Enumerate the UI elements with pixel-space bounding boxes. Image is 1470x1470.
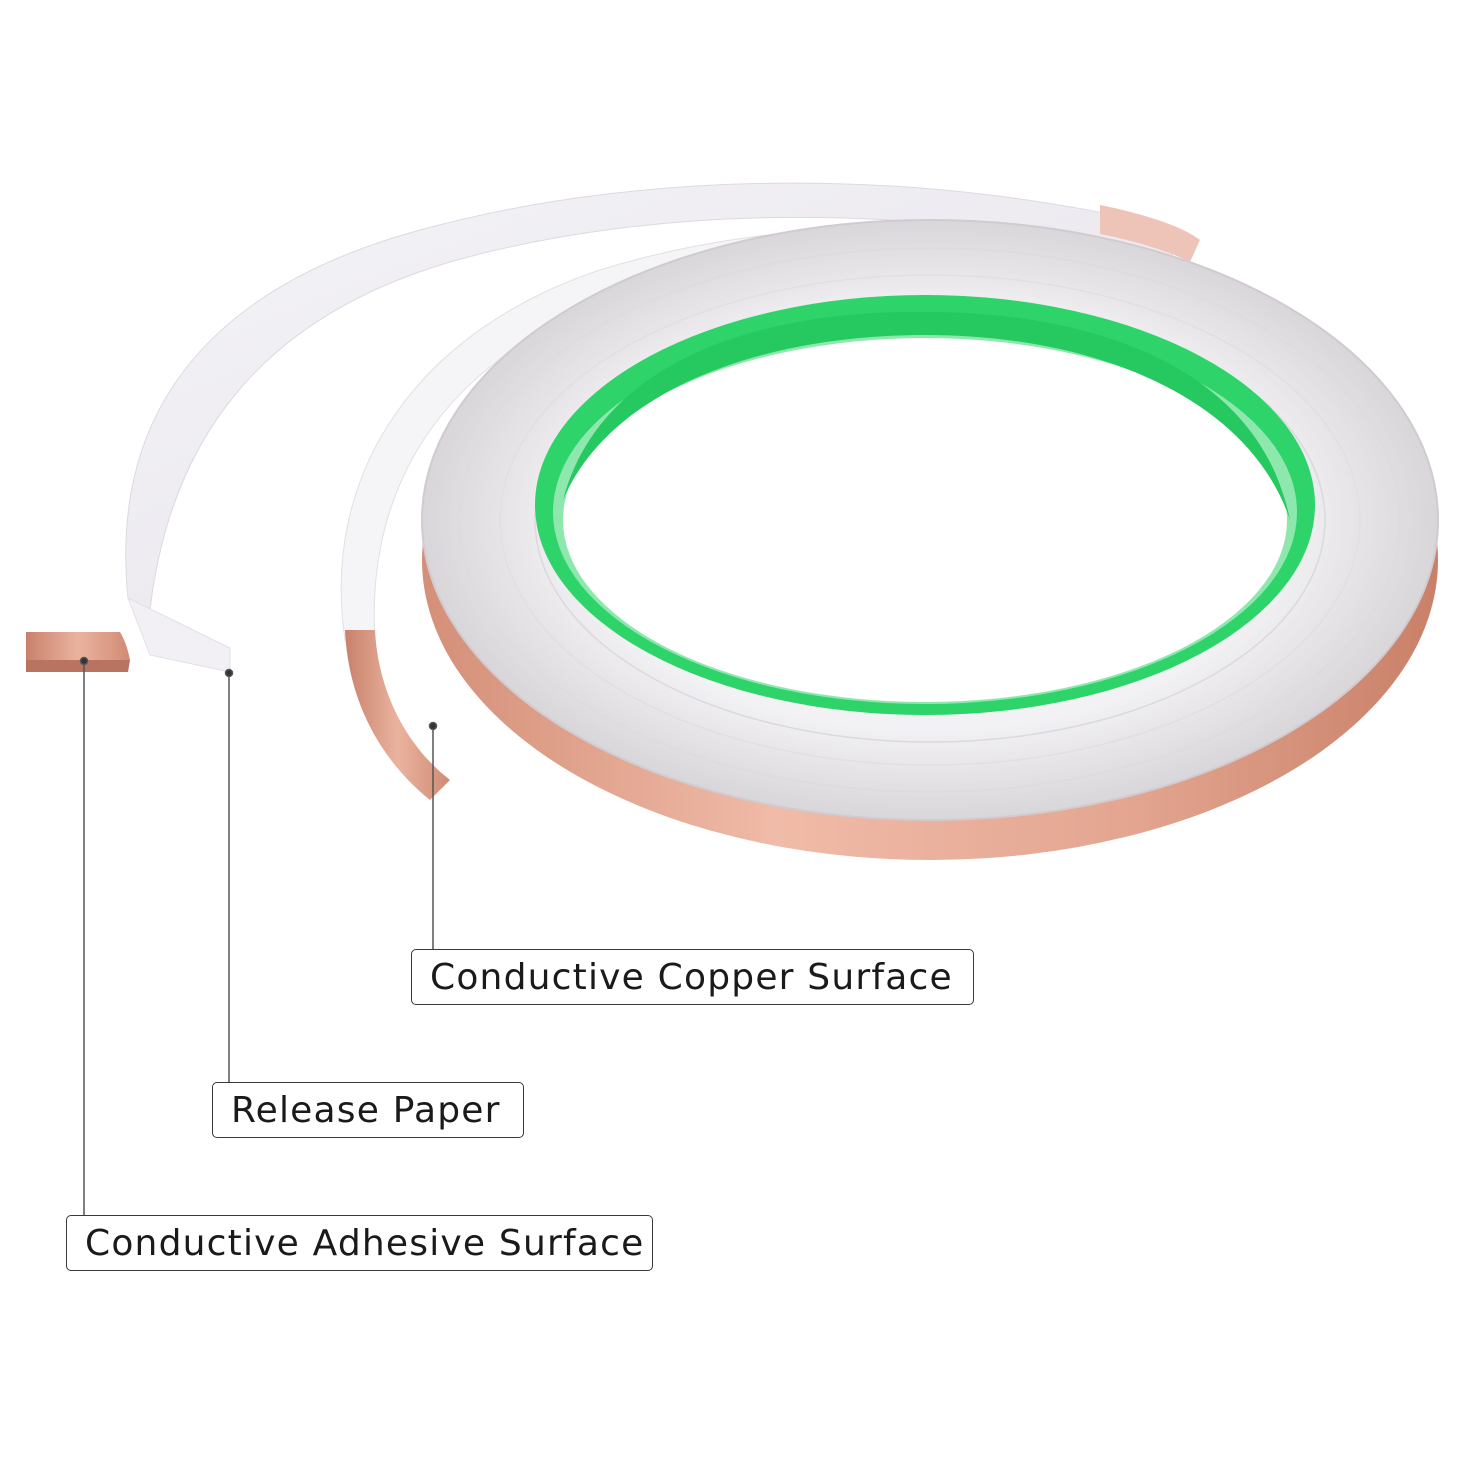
copper-tape-roll [421, 219, 1439, 860]
release-paper-label: Release Paper [212, 1082, 524, 1138]
adhesive-surface-label: Conductive Adhesive Surface [66, 1215, 653, 1271]
copper-surface-label: Conductive Copper Surface [411, 949, 974, 1005]
leader-lines [79, 656, 438, 1215]
release-paper-strip [125, 182, 1200, 673]
tape-free-end [26, 632, 130, 672]
